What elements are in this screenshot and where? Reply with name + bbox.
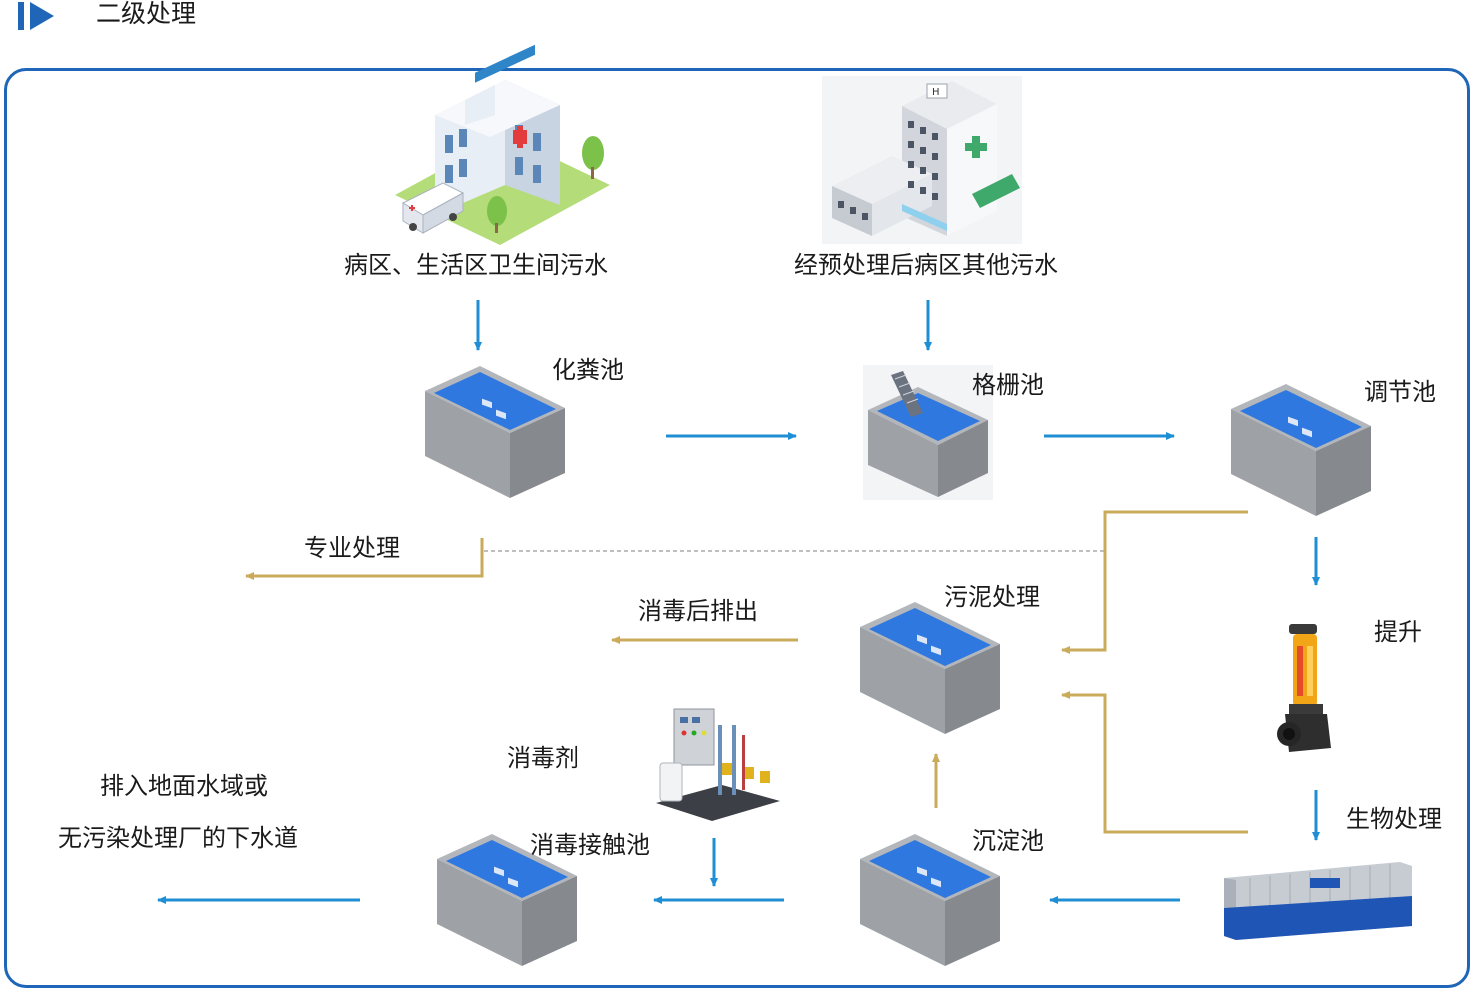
label-bio-treatment: 生物处理 <box>1346 805 1442 833</box>
regulating-tank-icon <box>1231 384 1371 516</box>
septic-tank-icon <box>425 366 565 498</box>
label-final-discharge-line1: 排入地面水域或 <box>100 772 268 800</box>
label-disinfect-discharge: 消毒后排出 <box>638 597 758 625</box>
label-professional-treatment: 专业处理 <box>304 534 400 562</box>
diagram-frame <box>4 68 1470 988</box>
lift-pump-icon <box>1277 624 1331 752</box>
arrow-bio-to-sludge <box>1061 691 1248 834</box>
disinfection-equipment-icon <box>656 708 780 821</box>
label-sludge-treatment: 污泥处理 <box>944 583 1040 611</box>
grille-tank-icon <box>863 365 993 500</box>
label-disinfectant: 消毒剂 <box>507 744 579 772</box>
bio-container-icon <box>1224 862 1412 940</box>
label-hospital-ward-sewage: 病区、生活区卫生间污水 <box>344 251 608 279</box>
label-final-discharge-line2: 无污染处理厂的下水道 <box>58 824 298 852</box>
hospital-building-icon: H <box>822 76 1022 244</box>
label-grille-tank: 格栅池 <box>972 371 1044 399</box>
label-settling-tank: 沉淀池 <box>972 827 1044 855</box>
label-contact-tank: 消毒接触池 <box>530 831 650 859</box>
arrow-regulating-to-sludge <box>1061 510 1248 654</box>
title-marker-icon <box>18 2 54 30</box>
settling-tank-icon <box>860 834 1000 966</box>
page-title: 二级处理 <box>96 0 197 28</box>
label-lift: 提升 <box>1374 618 1422 646</box>
label-other-ward-sewage: 经预处理后病区其他污水 <box>794 251 1058 279</box>
sludge-tank-icon <box>860 602 1000 734</box>
arrow-professional <box>245 538 484 580</box>
hospital-ward-icon <box>395 44 610 245</box>
label-septic-tank: 化粪池 <box>552 356 624 384</box>
svg-text:H: H <box>932 87 940 98</box>
label-regulating-tank: 调节池 <box>1364 378 1436 406</box>
contact-tank-icon <box>437 834 577 966</box>
